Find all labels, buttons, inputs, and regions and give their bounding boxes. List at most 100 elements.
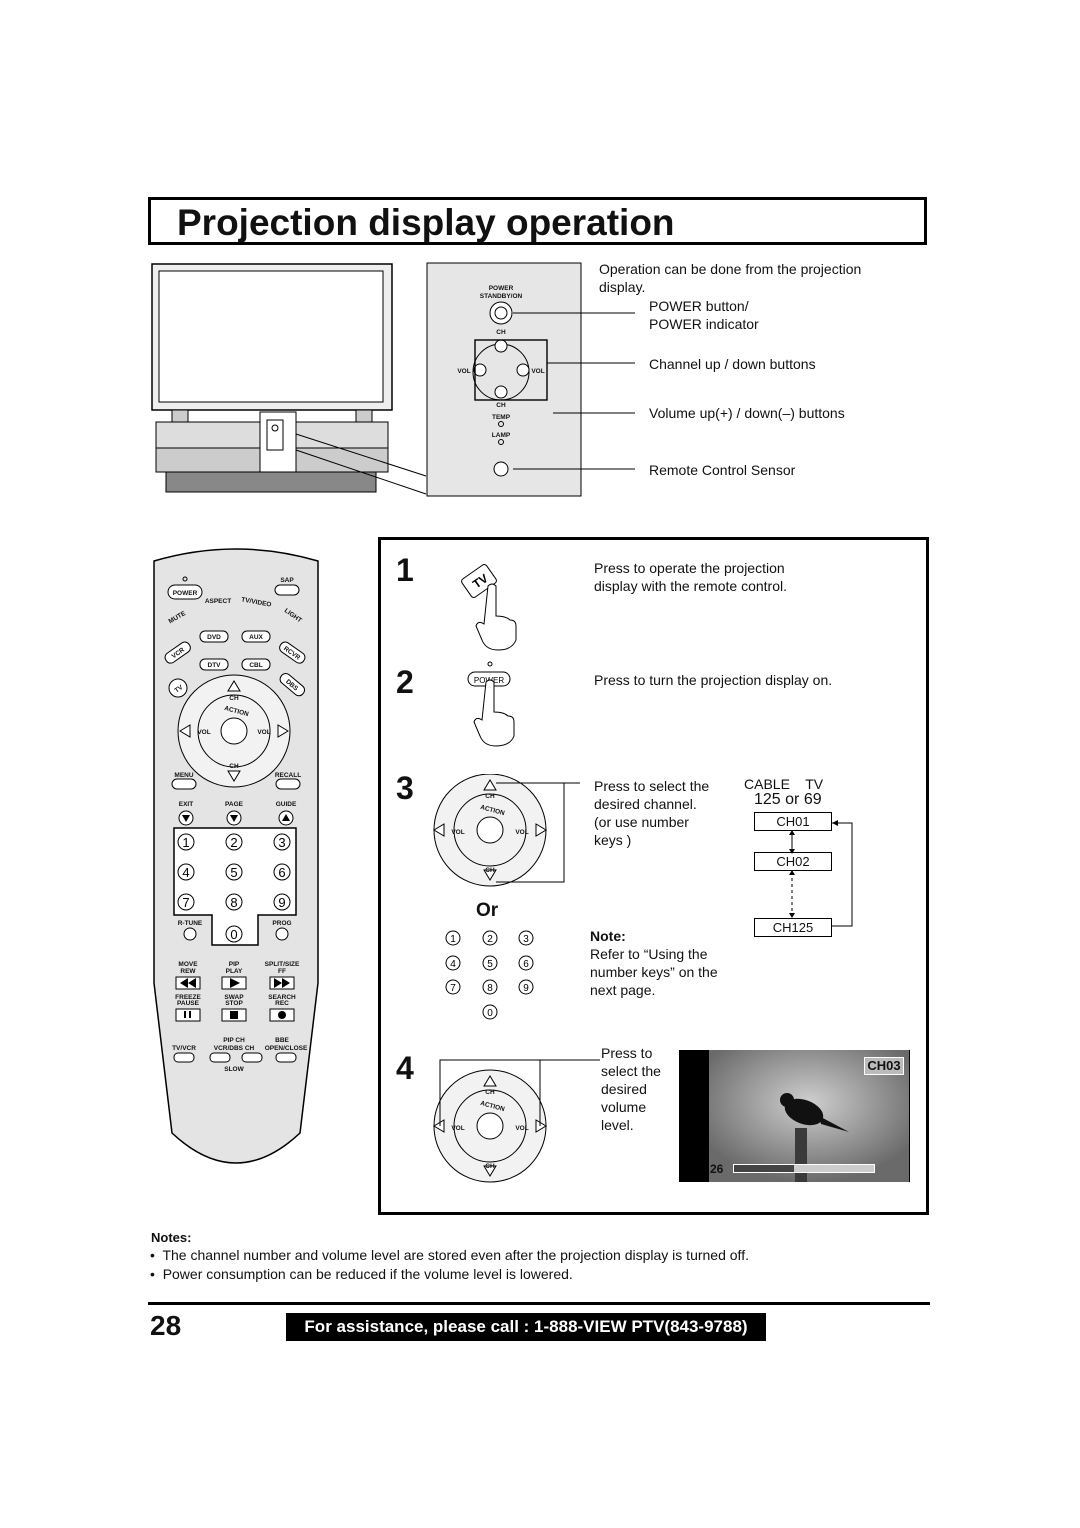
menu-button[interactable] xyxy=(171,778,197,790)
svg-text:1: 1 xyxy=(182,835,189,850)
channel-box-ch01: CH01 xyxy=(754,812,832,831)
svg-text:POWER: POWER xyxy=(173,590,198,597)
svg-text:3: 3 xyxy=(523,934,529,945)
step-2-text: Press to turn the projection display on. xyxy=(594,672,833,688)
note-item-1: • The channel number and volume level ar… xyxy=(150,1247,749,1263)
ch-up-button[interactable] xyxy=(494,339,508,353)
svg-text:DVD: DVD xyxy=(207,634,221,641)
cable-tv-label: CABLE TV xyxy=(744,776,824,792)
svg-text:CH: CH xyxy=(485,793,495,800)
svg-text:9: 9 xyxy=(278,895,285,910)
panel-power-label: POWER xyxy=(489,285,514,292)
svg-text:VOL: VOL xyxy=(257,729,270,736)
step-4-volume-pad: CH ACTION VOL VOL CH xyxy=(433,1059,600,1183)
panel-intro: Operation can be done from the projectio… xyxy=(599,261,862,295)
svg-text:TV: TV xyxy=(173,684,184,695)
note-title: Note: xyxy=(590,928,626,944)
step-4-text: Press to select the desired volume level… xyxy=(601,1045,661,1133)
svg-text:2: 2 xyxy=(230,835,237,850)
step-3-number-keys[interactable]: 1 2 3 4 5 6 7 8 9 0 xyxy=(440,928,540,1022)
svg-text:CH: CH xyxy=(229,763,239,770)
svg-text:EXIT: EXIT xyxy=(179,801,193,808)
svg-text:0: 0 xyxy=(230,927,237,942)
channel-box-ch02: CH02 xyxy=(754,852,832,871)
ch-down-button[interactable] xyxy=(494,385,508,399)
vol-up-button[interactable] xyxy=(516,363,530,377)
svg-text:TEMP: TEMP xyxy=(492,414,511,421)
svg-text:SLOW: SLOW xyxy=(224,1066,244,1073)
svg-text:PIP: PIP xyxy=(229,961,240,968)
channel-arrows xyxy=(789,820,853,927)
step-3-channel-pad: CH ACTION VOL VOL CH xyxy=(433,774,580,887)
svg-text:2: 2 xyxy=(487,934,493,945)
svg-text:8: 8 xyxy=(230,895,237,910)
page-title: Projection display operation xyxy=(177,202,675,243)
osd-volume-bar xyxy=(733,1164,875,1173)
footer-assistance: For assistance, please call : 1-888-VIEW… xyxy=(286,1313,766,1341)
svg-text:CH: CH xyxy=(229,695,239,702)
step-4-number: 4 xyxy=(396,1050,414,1086)
svg-text:VOL: VOL xyxy=(531,368,544,375)
temp-indicator xyxy=(498,421,504,427)
svg-text:5: 5 xyxy=(230,865,237,880)
svg-text:REC: REC xyxy=(275,1000,289,1007)
callout-volume: Volume up(+) / down(–) buttons xyxy=(649,405,845,421)
control-panel: POWER STANDBY/ON CH VOL VOL CH TEMP LAMP xyxy=(426,262,582,497)
remote-control: POWER SAP MUTE ASPECT TV/VIDEO LIGHT DVD… xyxy=(153,548,319,1164)
action-button[interactable] xyxy=(220,717,248,745)
step-2-power-key: POWER xyxy=(467,661,515,747)
step-2-number: 2 xyxy=(396,664,414,700)
svg-text:PLAY: PLAY xyxy=(226,968,243,975)
svg-text:SWAP: SWAP xyxy=(224,994,244,1001)
page-number: 28 xyxy=(150,1310,182,1341)
remote-power-button[interactable] xyxy=(167,584,203,600)
svg-text:VOL: VOL xyxy=(451,829,464,836)
digit-keys[interactable]: 1 2 3 4 5 6 7 8 9 0 xyxy=(177,833,291,943)
svg-text:REW: REW xyxy=(180,968,196,975)
tv-illustration xyxy=(151,263,427,495)
svg-text:SEARCH: SEARCH xyxy=(268,994,296,1001)
note-item-2: • Power consumption can be reduced if th… xyxy=(150,1266,573,1282)
svg-text:CBL: CBL xyxy=(249,662,262,669)
svg-text:8: 8 xyxy=(487,983,493,994)
notes-title: Notes: xyxy=(151,1230,192,1245)
svg-text:1: 1 xyxy=(450,934,456,945)
power-button[interactable] xyxy=(489,301,513,325)
svg-text:SAP: SAP xyxy=(280,577,294,584)
svg-text:VOL: VOL xyxy=(457,368,470,375)
svg-text:7: 7 xyxy=(450,983,456,994)
svg-text:VCR/DBS CH: VCR/DBS CH xyxy=(214,1045,255,1052)
svg-text:VOL: VOL xyxy=(197,729,210,736)
svg-text:CH: CH xyxy=(485,1089,495,1096)
svg-text:TV/VCR: TV/VCR xyxy=(172,1045,196,1052)
svg-text:CH: CH xyxy=(485,1163,495,1170)
channel-box-ch125: CH125 xyxy=(754,918,832,937)
svg-text:6: 6 xyxy=(278,865,285,880)
svg-text:9: 9 xyxy=(523,983,529,994)
pause-button[interactable] xyxy=(175,1008,201,1022)
svg-text:4: 4 xyxy=(182,865,189,880)
svg-text:MENU: MENU xyxy=(174,772,193,779)
recall-button[interactable] xyxy=(275,778,301,790)
step-3-number: 3 xyxy=(396,770,414,806)
sap-button[interactable] xyxy=(274,584,300,596)
step-1-tv-key: TV xyxy=(461,564,517,651)
svg-text:AUX: AUX xyxy=(249,634,263,641)
svg-text:ASPECT: ASPECT xyxy=(205,598,231,605)
vol-down-button[interactable] xyxy=(473,363,487,377)
osd-volume-fill xyxy=(734,1165,795,1172)
svg-text:RECALL: RECALL xyxy=(275,772,301,779)
step-3-text: Press to select the desired channel. (or… xyxy=(594,778,710,848)
channel-range: 125 or 69 xyxy=(754,791,822,808)
footer-rule xyxy=(148,1302,930,1305)
callout-lines xyxy=(513,312,635,470)
svg-text:MOVE: MOVE xyxy=(178,961,198,968)
osd-channel: CH03 xyxy=(864,1057,904,1075)
step-1-number: 1 xyxy=(396,552,414,588)
or-label: Or xyxy=(476,900,499,921)
svg-text:PIP CH: PIP CH xyxy=(223,1037,245,1044)
osd-volume-value: 26 xyxy=(710,1162,724,1176)
svg-text:CH: CH xyxy=(496,329,506,336)
svg-text:STANDBY/ON: STANDBY/ON xyxy=(480,293,523,300)
remote-sensor xyxy=(493,461,509,477)
